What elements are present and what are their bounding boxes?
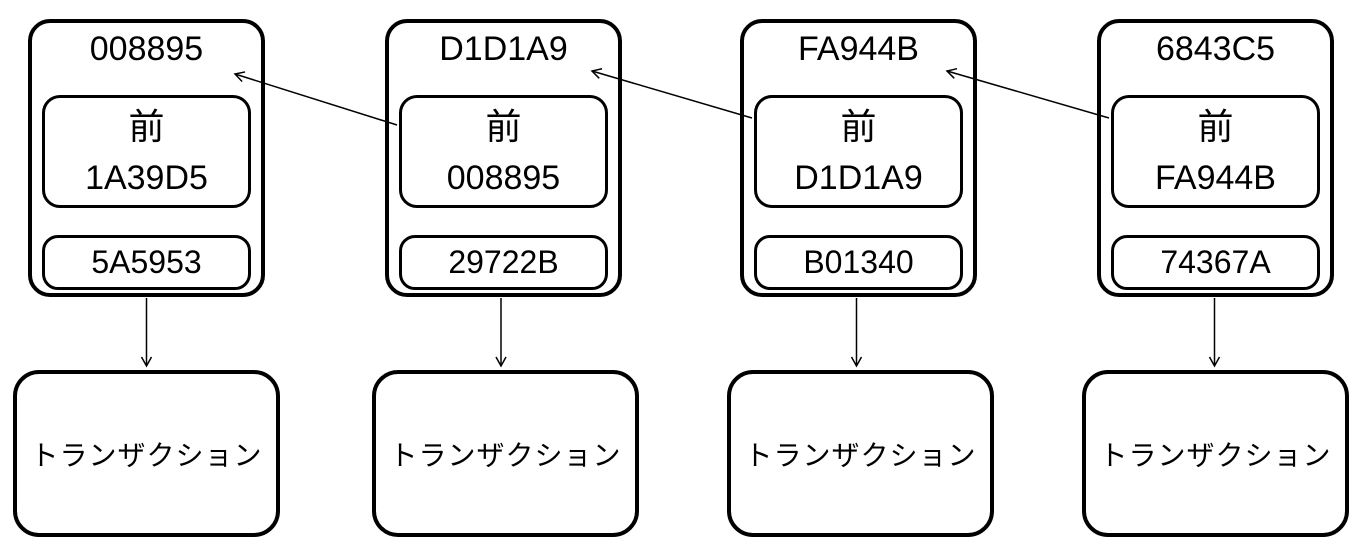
nonce-box: 29722B: [399, 235, 608, 290]
prev-hash: D1D1A9: [794, 159, 923, 197]
transaction-label: トランザクション: [744, 439, 977, 471]
prev-hash-box: 前 008895: [399, 95, 608, 208]
prev-label: 前: [1197, 106, 1234, 147]
block-hash: 008895: [89, 30, 204, 68]
nonce-value: B01340: [803, 244, 914, 280]
nonce-value: 74367A: [1160, 244, 1271, 280]
prev-label: 前: [128, 106, 165, 147]
nonce-box: B01340: [754, 235, 963, 290]
nonce-value: 5A5953: [91, 244, 202, 280]
prev-hash: 008895: [446, 159, 561, 197]
block-hash: 6843C5: [1155, 30, 1276, 68]
block-hash: FA944B: [798, 30, 919, 68]
block-hash: D1D1A9: [439, 30, 568, 68]
block: FA944B 前 D1D1A9 B01340: [740, 19, 977, 297]
transaction-label: トランザクション: [389, 439, 622, 471]
prev-hash-box: 前 1A39D5: [42, 95, 251, 208]
transaction-box: トランザクション: [13, 370, 280, 537]
prev-label: 前: [485, 106, 522, 147]
block: D1D1A9 前 008895 29722B: [385, 19, 622, 297]
prev-hash-box: 前 D1D1A9: [754, 95, 963, 208]
block: 008895 前 1A39D5 5A5953: [28, 19, 265, 297]
nonce-box: 74367A: [1111, 235, 1320, 290]
transaction-box: トランザクション: [1082, 370, 1349, 537]
prev-hash-box: 前 FA944B: [1111, 95, 1320, 208]
block: 6843C5 前 FA944B 74367A: [1097, 19, 1334, 297]
nonce-value: 29722B: [448, 244, 559, 280]
transaction-label: トランザクション: [1099, 439, 1332, 471]
prev-label: 前: [840, 106, 877, 147]
nonce-box: 5A5953: [42, 235, 251, 290]
transaction-box: トランザクション: [727, 370, 994, 537]
prev-hash: 1A39D5: [85, 159, 208, 197]
prev-hash: FA944B: [1155, 159, 1276, 197]
transaction-box: トランザクション: [372, 370, 639, 537]
transaction-label: トランザクション: [30, 439, 263, 471]
